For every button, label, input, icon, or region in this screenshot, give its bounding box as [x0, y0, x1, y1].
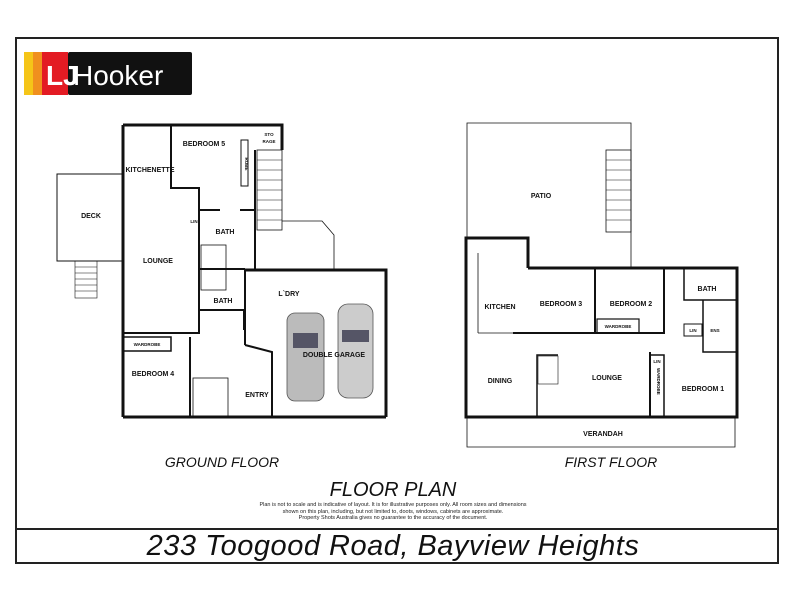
room-double-garage: DOUBLE GARAGE [303, 352, 366, 359]
room-wardrobe: WARDROBE [605, 324, 632, 329]
page-frame [15, 37, 779, 564]
room-bath-2: BATH [214, 298, 233, 305]
first-floor-walls [464, 122, 739, 448]
room-lounge: LOUNGE [143, 258, 173, 265]
page-title: FLOOR PLAN [329, 479, 457, 501]
room-verandah: VERANDAH [583, 431, 623, 438]
room-kitchen: KITCHEN [484, 304, 515, 311]
svg-text:LJ: LJ [46, 60, 79, 91]
room-ensuite: ENS [710, 328, 719, 333]
room-bath: BATH [216, 229, 235, 236]
room-wardrobe-2: WARDROBE [656, 368, 661, 395]
disclaimer-line: Plan is not to scale and is indicative o… [259, 502, 527, 508]
ground-floor-walls [56, 123, 388, 419]
room-bedroom-1: BEDROOM 1 [682, 386, 725, 393]
room-linen: LIN [689, 328, 696, 333]
room-entry: ENTRY [245, 392, 269, 399]
room-wardrobe: WARDROBE [134, 342, 161, 347]
room-linen: LIN [190, 219, 197, 224]
lj-hooker-logo: LJ Hooker [24, 52, 192, 95]
disclaimer-line: Property Shots Australia gives no guaran… [298, 515, 488, 521]
svg-text:Hooker: Hooker [73, 60, 163, 91]
ground-floor-title: GROUND FLOOR [164, 454, 280, 470]
room-deck: DECK [81, 213, 101, 220]
room-dining: DINING [488, 378, 513, 385]
room-patio: PATIO [531, 193, 552, 200]
room-bath: BATH [698, 286, 717, 293]
disclaimer-line: shown on this plan, including, but not l… [282, 508, 504, 515]
room-bedroom-2: BEDROOM 2 [610, 301, 653, 308]
room-bedroom-5: BEDROOM 5 [183, 141, 226, 148]
divider [15, 528, 779, 530]
room-storage-line2: RAGE [262, 139, 275, 144]
room-linen-2: LIN [653, 359, 660, 364]
room-laundry: L`DRY [278, 291, 299, 298]
room-kitchenette: KITCHENETTE [126, 167, 175, 174]
disclaimer: Plan is not to scale and is indicative o… [243, 502, 543, 522]
room-bedroom-3: BEDROOM 3 [540, 301, 583, 308]
first-floor-title: FIRST FLOOR [564, 454, 658, 470]
room-storage-line1: STO [264, 132, 274, 137]
property-address: 233 Toogood Road, Bayview Heights [146, 530, 640, 562]
room-robe: ROBE [244, 157, 249, 170]
room-bedroom-4: BEDROOM 4 [132, 371, 175, 378]
room-lounge: LOUNGE [592, 375, 622, 382]
